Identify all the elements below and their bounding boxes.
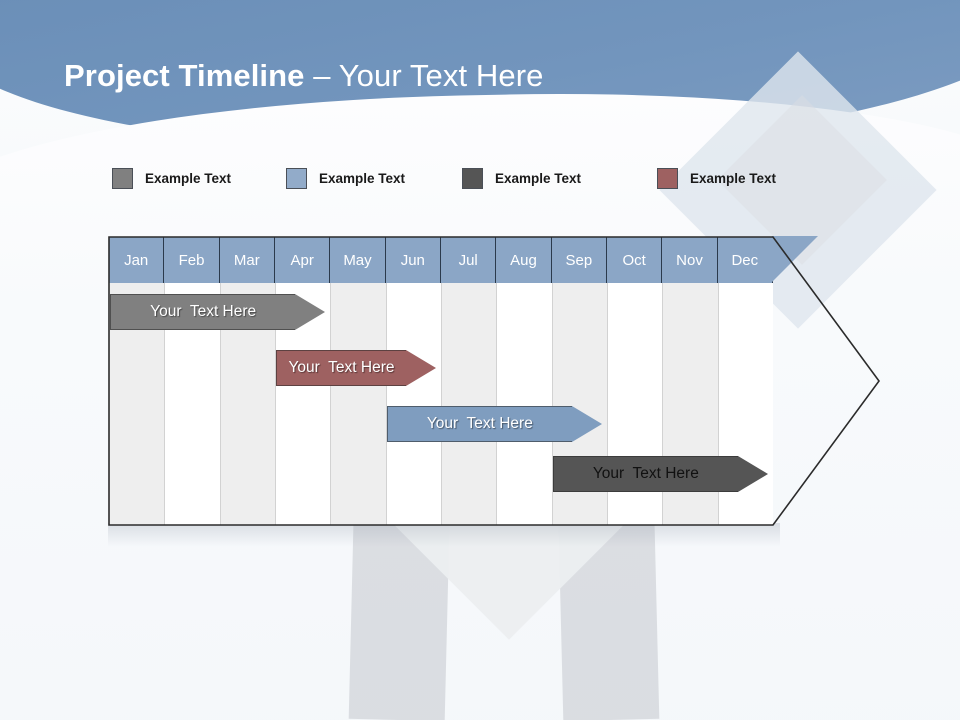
month-header-may[interactable]: May bbox=[330, 237, 386, 283]
legend-item-label: Example Text bbox=[690, 171, 777, 186]
legend-item-4[interactable]: Example Text bbox=[657, 168, 776, 189]
column-divider bbox=[219, 283, 221, 525]
month-header-oct[interactable]: Oct bbox=[607, 237, 663, 283]
page-title-light: Your Text Here bbox=[338, 58, 544, 93]
legend: Example Text Example Text Example Text E… bbox=[112, 168, 812, 194]
legend-swatch-icon bbox=[112, 168, 133, 189]
column-divider bbox=[662, 283, 664, 525]
timeline-bar-label: Your Text Here bbox=[110, 294, 296, 330]
month-header-aug[interactable]: Aug bbox=[496, 237, 552, 283]
timeline-bar-arrow-tip bbox=[295, 294, 326, 330]
legend-item-1[interactable]: Example Text bbox=[112, 168, 231, 189]
timeline-bar-label: Your Text Here bbox=[552, 456, 738, 492]
legend-swatch-icon bbox=[462, 168, 483, 189]
month-header-jun[interactable]: Jun bbox=[385, 237, 441, 283]
legend-item-label: Example Text bbox=[319, 171, 406, 186]
timeline-column-jan bbox=[109, 237, 165, 525]
timeline-column-feb bbox=[164, 237, 220, 525]
column-divider bbox=[551, 283, 553, 525]
chart-outline-arrow bbox=[108, 236, 880, 526]
page-title-strong: Project Timeline bbox=[64, 58, 305, 93]
timeline-bar-2[interactable]: Your Text Here bbox=[276, 350, 436, 386]
month-header-sep[interactable]: Sep bbox=[551, 237, 607, 283]
timeline-bar-arrow-tip bbox=[406, 350, 436, 386]
page-title-separator: – bbox=[304, 58, 339, 93]
timeline-bar-1[interactable]: Your Text Here bbox=[110, 294, 326, 330]
month-header-nov[interactable]: Nov bbox=[662, 237, 718, 283]
legend-item-2[interactable]: Example Text bbox=[286, 168, 405, 189]
timeline-bar-arrow-tip bbox=[571, 406, 602, 442]
column-divider bbox=[385, 283, 387, 525]
month-header-mar[interactable]: Mar bbox=[219, 237, 275, 283]
column-divider bbox=[330, 283, 332, 525]
chart-shadow-decoration bbox=[108, 523, 780, 547]
month-header-jul[interactable]: Jul bbox=[441, 237, 497, 283]
column-divider bbox=[607, 283, 608, 525]
column-divider bbox=[496, 283, 498, 525]
month-header-apr[interactable]: Apr bbox=[275, 237, 331, 283]
legend-item-3[interactable]: Example Text bbox=[462, 168, 581, 189]
timeline-bar-label: Your Text Here bbox=[276, 350, 406, 386]
column-divider bbox=[275, 283, 276, 525]
timeline-bar-4[interactable]: Your Text Here bbox=[552, 456, 768, 492]
month-header-feb[interactable]: Feb bbox=[164, 237, 220, 283]
timeline-bar-3[interactable]: Your Text Here bbox=[386, 406, 602, 442]
timeline-bar-arrow-tip bbox=[737, 456, 768, 492]
column-divider bbox=[441, 283, 442, 525]
month-header-jan[interactable]: Jan bbox=[109, 237, 165, 283]
timeline-column-mar bbox=[219, 237, 275, 525]
legend-swatch-icon bbox=[286, 168, 307, 189]
column-divider bbox=[717, 283, 719, 525]
legend-item-label: Example Text bbox=[495, 171, 582, 186]
legend-swatch-icon bbox=[657, 168, 678, 189]
timeline-bar-label: Your Text Here bbox=[386, 406, 572, 442]
column-divider bbox=[164, 283, 166, 525]
month-header-arrow-tip bbox=[772, 236, 818, 282]
month-header-dec[interactable]: Dec bbox=[717, 237, 773, 283]
page-title: Project Timeline – Your Text Here bbox=[64, 58, 543, 94]
timeline-column-aug bbox=[496, 237, 552, 525]
legend-item-label: Example Text bbox=[145, 171, 232, 186]
timeline-column-jul bbox=[441, 237, 497, 525]
